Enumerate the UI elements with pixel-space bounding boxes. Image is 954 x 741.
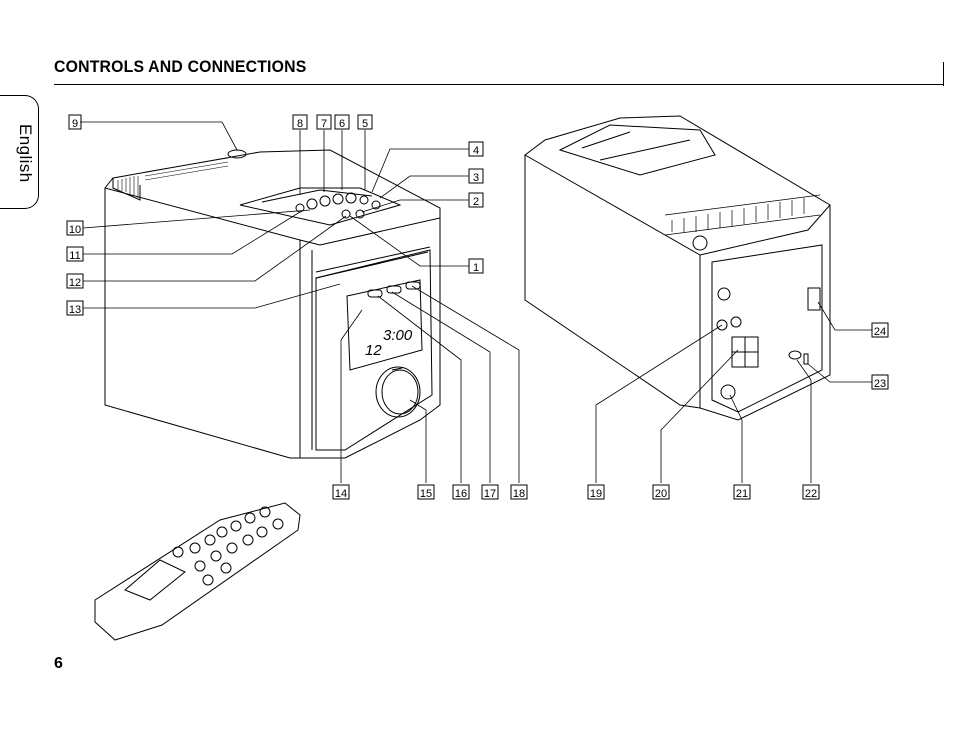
callout-12: 12 xyxy=(69,277,81,289)
language-tab xyxy=(0,95,39,209)
callout-3: 3 xyxy=(473,172,479,184)
callout-19: 19 xyxy=(590,488,602,500)
page-number: 6 xyxy=(54,655,63,672)
remote-control-illustration xyxy=(94,502,301,641)
callout-21: 21 xyxy=(736,488,748,500)
header-rule xyxy=(54,84,943,85)
language-tab-label: English xyxy=(16,124,35,183)
callout-15: 15 xyxy=(420,488,432,500)
callout-17: 17 xyxy=(484,488,496,500)
callout-23: 23 xyxy=(874,378,886,390)
callout-5: 5 xyxy=(362,118,368,130)
callout-6: 6 xyxy=(339,118,345,130)
callout-boxes xyxy=(66,114,889,500)
callout-4: 4 xyxy=(473,145,479,157)
page-title: CONTROLS AND CONNECTIONS xyxy=(54,57,307,76)
callout-16: 16 xyxy=(455,488,467,500)
callout-7: 7 xyxy=(321,118,327,130)
callout-2: 2 xyxy=(473,196,479,208)
callout-20: 20 xyxy=(655,488,667,500)
callout-24: 24 xyxy=(874,326,886,338)
callout-10: 10 xyxy=(69,224,81,236)
callout-9: 9 xyxy=(72,118,78,130)
header-edge-mark xyxy=(943,62,944,86)
callout-13: 13 xyxy=(69,304,81,316)
callout-22: 22 xyxy=(805,488,817,500)
svg-text:12: 12 xyxy=(365,342,382,359)
callout-8: 8 xyxy=(297,118,303,130)
callout-18: 18 xyxy=(513,488,525,500)
svg-text:3:00: 3:00 xyxy=(383,327,413,344)
callout-11: 11 xyxy=(69,250,80,262)
callout-14: 14 xyxy=(335,488,347,500)
front-unit-illustration: 12 3:00 xyxy=(104,149,441,459)
rear-unit-illustration xyxy=(524,115,831,421)
callout-1: 1 xyxy=(473,262,479,274)
